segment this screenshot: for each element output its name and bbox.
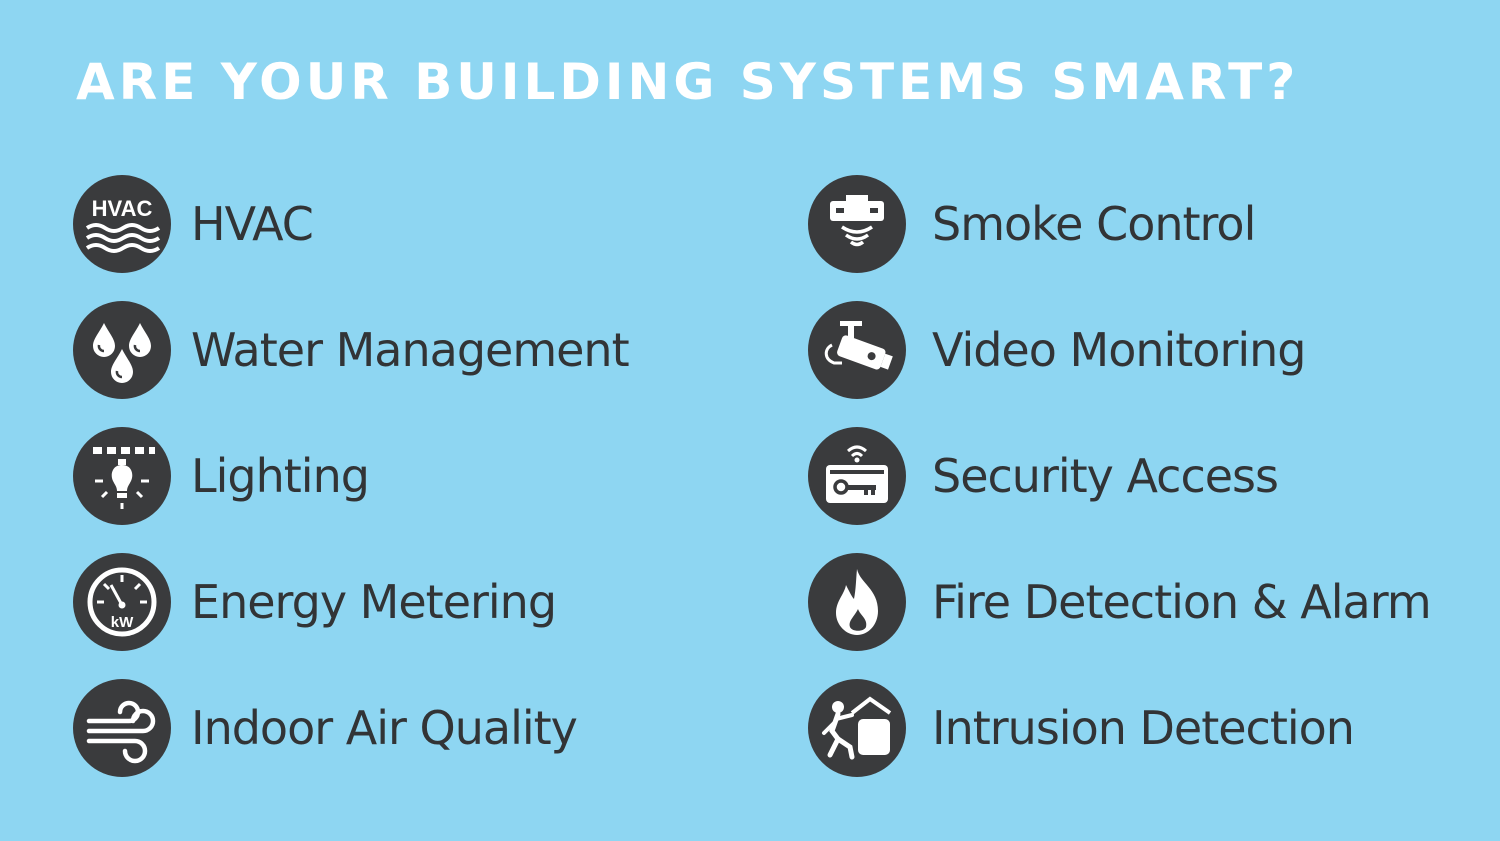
page-title: ARE YOUR BUILDING SYSTEMS SMART? [76, 53, 1300, 111]
water-management-label: Water Management [191, 323, 630, 377]
flame-icon [808, 553, 906, 651]
wind-icon [73, 679, 171, 777]
light-bulb-icon [73, 427, 171, 525]
energy-meter-icon: kW [73, 553, 171, 651]
hvac-label: HVAC [191, 197, 314, 251]
water-drops-icon [73, 301, 171, 399]
list-item-hvac: HVAC HVAC [73, 174, 629, 274]
list-item-smoke-control: Smoke Control [808, 174, 1431, 274]
key-card-reader-icon [808, 427, 906, 525]
security-camera-icon [808, 301, 906, 399]
fire-detection-alarm-label: Fire Detection & Alarm [932, 575, 1432, 629]
systems-list-left: HVAC HVAC Water Management [73, 174, 630, 804]
systems-list-right: Smoke Control Video Monitoring [808, 174, 1432, 804]
list-item-indoor-air-quality: Indoor Air Quality [73, 678, 629, 778]
lighting-label: Lighting [191, 449, 370, 503]
list-item-energy-metering: kW Energy Metering [73, 552, 629, 652]
list-item-video-monitoring: Video Monitoring [808, 300, 1431, 400]
hvac-icon: HVAC [73, 175, 171, 273]
hvac-icon-text: HVAC [92, 196, 153, 221]
list-item-lighting: Lighting [73, 426, 629, 526]
intruder-icon [808, 679, 906, 777]
smoke-control-label: Smoke Control [932, 197, 1256, 251]
security-access-label: Security Access [932, 449, 1279, 503]
list-item-intrusion-detection: Intrusion Detection [808, 678, 1431, 778]
energy-metering-label: Energy Metering [191, 575, 557, 629]
list-item-fire-detection-alarm: Fire Detection & Alarm [808, 552, 1432, 652]
smoke-detector-icon [808, 175, 906, 273]
intrusion-detection-label: Intrusion Detection [932, 701, 1355, 755]
list-item-water-management: Water Management [73, 300, 630, 400]
list-item-security-access: Security Access [808, 426, 1431, 526]
indoor-air-quality-label: Indoor Air Quality [191, 701, 578, 755]
energy-meter-icon-text: kW [111, 614, 134, 631]
video-monitoring-label: Video Monitoring [932, 323, 1306, 377]
